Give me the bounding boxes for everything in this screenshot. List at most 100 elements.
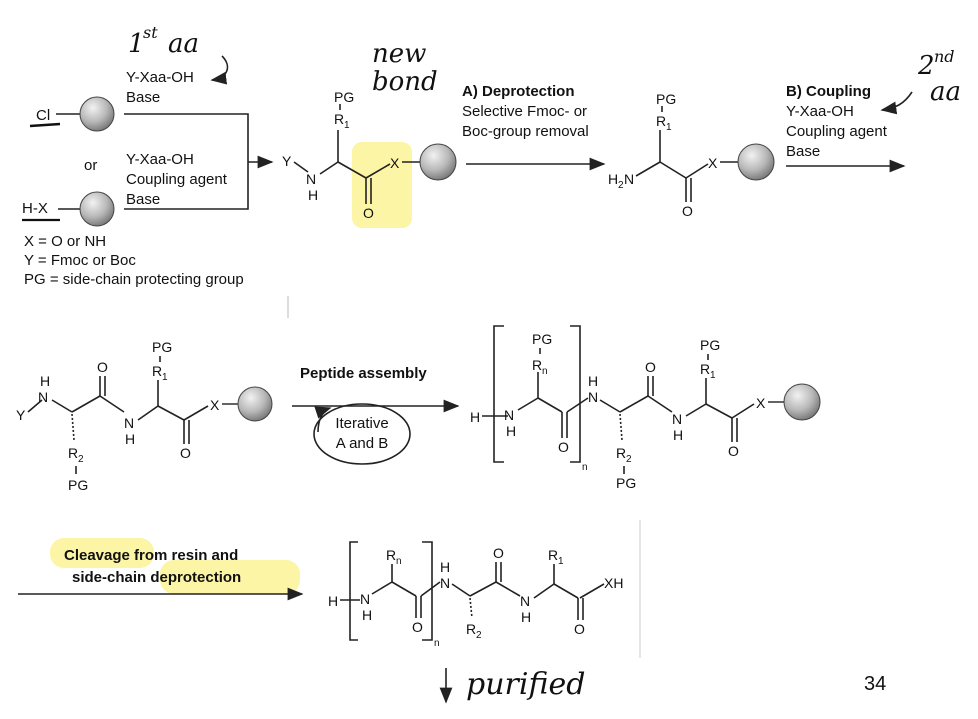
svg-text:st: st [143, 23, 158, 42]
iterative-line1: Iterative [335, 415, 388, 432]
svg-text:H: H [125, 431, 135, 447]
legend-y: Y = Fmoc or Boc [24, 252, 136, 269]
svg-text:O: O [645, 359, 656, 375]
growing-peptide-resin-structure: H N H R n PG O n H N R 2 PG O N H R 1 [470, 325, 821, 491]
svg-text:H: H [440, 559, 450, 575]
svg-text:n: n [396, 556, 402, 567]
or-label: or [84, 157, 97, 174]
svg-text:H: H [328, 593, 338, 609]
svg-text:purified: purified [466, 667, 585, 702]
coupling-line2: Coupling agent [786, 123, 888, 140]
legend-x: X = O or NH [24, 233, 106, 250]
iterative-line2: A and B [336, 435, 389, 452]
coupling-line1: Y-Xaa-OH [786, 103, 854, 120]
svg-text:H: H [588, 373, 598, 389]
new-bond-line1: new [372, 39, 426, 69]
svg-text:Y: Y [16, 407, 26, 423]
svg-text:1: 1 [710, 370, 716, 381]
svg-text:aa: aa [930, 77, 961, 107]
svg-text:aa: aa [168, 29, 199, 59]
svg-text:1: 1 [162, 372, 168, 383]
svg-text:H: H [362, 607, 372, 623]
underline-mark [29, 122, 61, 128]
svg-text:R: R [334, 111, 344, 127]
svg-text:n: n [542, 366, 548, 377]
svg-text:R: R [616, 445, 626, 461]
svg-text:H: H [673, 427, 683, 443]
svg-text:N: N [306, 171, 316, 187]
svg-text:n: n [582, 462, 588, 473]
svg-text:N: N [624, 171, 634, 187]
svg-text:N: N [520, 593, 530, 609]
svg-text:X: X [708, 155, 718, 171]
svg-text:X: X [390, 155, 400, 171]
deprotection-line2: Boc-group removal [462, 123, 589, 140]
svg-text:N: N [124, 415, 134, 431]
svg-text:O: O [728, 443, 739, 459]
reagent-mid-line3: Base [126, 191, 160, 208]
svg-text:X: X [756, 395, 766, 411]
reagent-top-line2: Base [126, 89, 160, 106]
hx-label: H-X [22, 200, 48, 217]
deprotected-resin-structure: H 2 N R 1 PG O X [608, 91, 775, 219]
svg-text:O: O [558, 439, 569, 455]
svg-text:O: O [493, 545, 504, 561]
svg-text:n: n [434, 638, 440, 649]
resin-bead-icon [783, 383, 821, 421]
svg-text:2: 2 [917, 51, 935, 81]
cycle-arrow-icon [314, 406, 332, 433]
svg-text:O: O [412, 619, 423, 635]
svg-text:R: R [548, 547, 558, 563]
coupling-line3: Base [786, 143, 820, 160]
svg-text:2: 2 [78, 454, 84, 465]
resin-bead-icon [79, 96, 115, 132]
svg-text:N: N [360, 591, 370, 607]
highlight-new-bond [352, 142, 412, 228]
reagent-mid-line2: Coupling agent [126, 171, 228, 188]
svg-text:PG: PG [700, 337, 720, 353]
dipeptide-resin-structure: Y H N R 2 PG O N H R 1 PG O X [16, 339, 273, 493]
resin-bead-icon [737, 143, 775, 181]
cleavage-line1: Cleavage from resin and [64, 547, 238, 564]
svg-text:R: R [152, 363, 162, 379]
svg-text:Y: Y [282, 153, 292, 169]
page-number: 34 [864, 673, 886, 695]
iterative-cycle-icon [313, 403, 411, 465]
new-bond-line2: bond [372, 67, 438, 97]
svg-text:PG: PG [532, 331, 552, 347]
highlight-deprotection [160, 560, 300, 594]
first-aa-annotation: 1 st aa [128, 23, 229, 85]
deprotection-title: A) Deprotection [462, 83, 575, 100]
svg-text:H: H [608, 171, 618, 187]
reagent-top-line1: Y-Xaa-OH [126, 69, 194, 86]
highlight-cleavage [50, 538, 154, 568]
svg-text:H: H [308, 187, 318, 203]
svg-text:O: O [574, 621, 585, 637]
svg-text:PG: PG [68, 477, 88, 493]
loaded-resin-structure: Y N H R 1 PG O X [282, 89, 457, 221]
svg-text:PG: PG [616, 475, 636, 491]
svg-text:XH: XH [604, 575, 623, 591]
svg-text:PG: PG [152, 339, 172, 355]
svg-text:N: N [504, 407, 514, 423]
svg-text:H: H [506, 423, 516, 439]
curved-arrow-icon [210, 55, 229, 85]
deprotection-line1: Selective Fmoc- or [462, 103, 587, 120]
chloride-label: Cl [36, 107, 50, 124]
svg-text:N: N [440, 575, 450, 591]
resin-bead-icon [419, 143, 457, 181]
svg-text:1: 1 [666, 122, 672, 133]
svg-text:O: O [363, 205, 374, 221]
svg-text:1: 1 [558, 556, 564, 567]
svg-text:X: X [210, 397, 220, 413]
second-aa-annotation: 2 nd aa [880, 47, 961, 115]
svg-text:N: N [588, 389, 598, 405]
purified-annotation: purified [439, 667, 585, 704]
svg-text:R: R [700, 361, 710, 377]
svg-text:R: R [656, 113, 666, 129]
svg-text:H: H [521, 609, 531, 625]
svg-text:1: 1 [344, 120, 350, 131]
coupling-title: B) Coupling [786, 83, 871, 100]
svg-text:O: O [682, 203, 693, 219]
